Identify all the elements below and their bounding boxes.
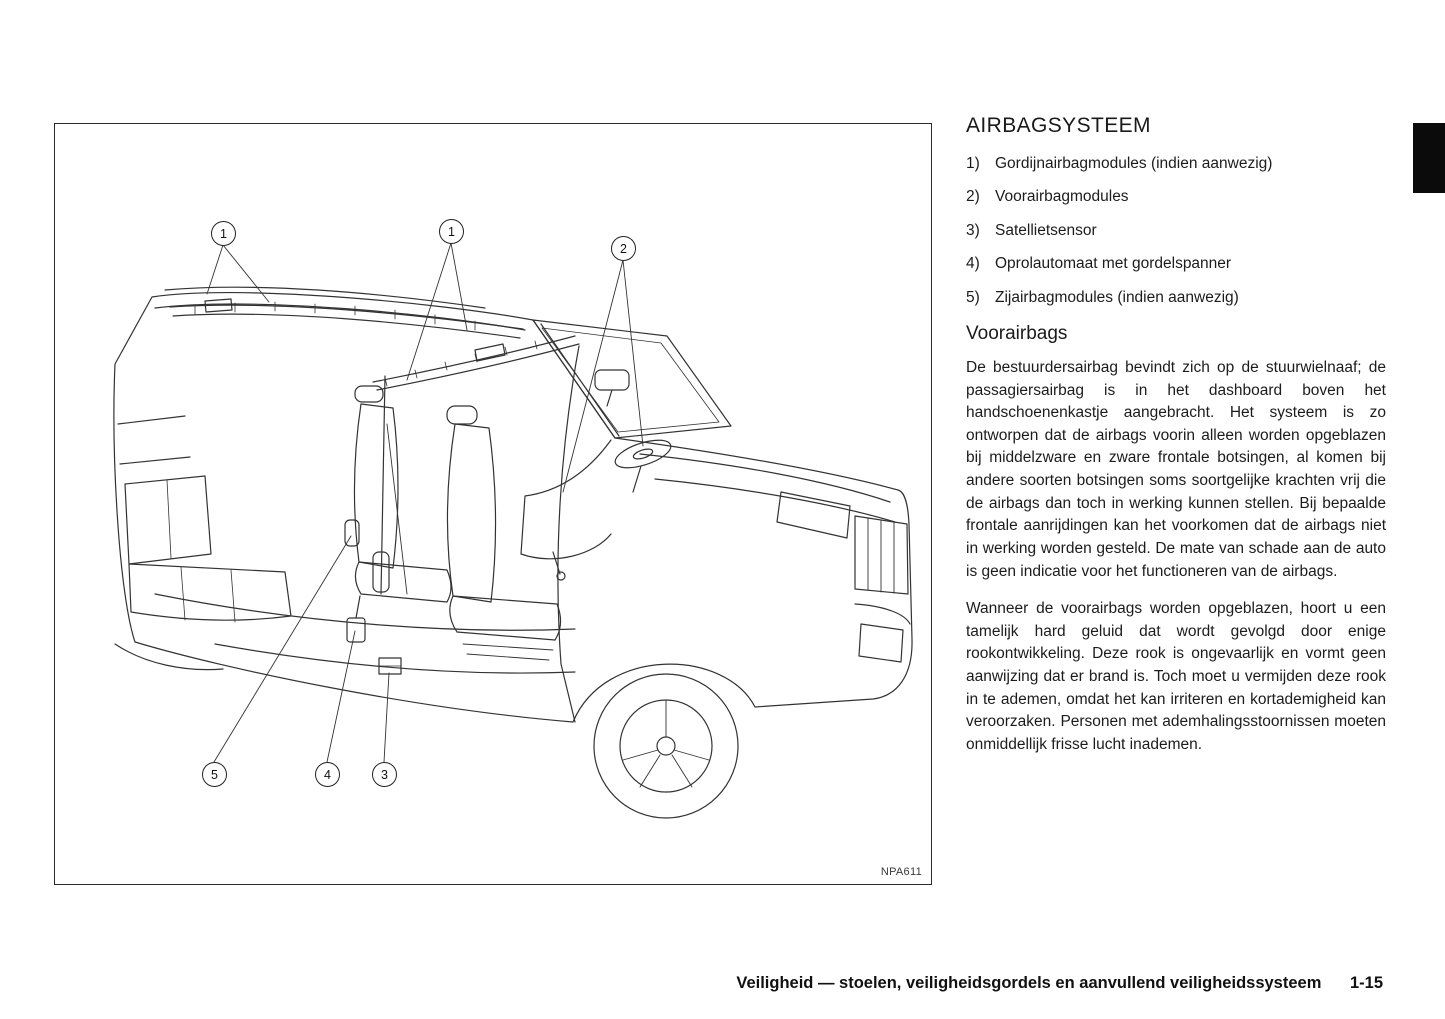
side-mirror [594, 369, 630, 407]
list-item-text: Satellietsensor [995, 221, 1097, 239]
list-item-number: 4) [966, 255, 980, 273]
callout-label: 4 [324, 767, 331, 782]
callout-4: 4 [315, 762, 340, 787]
belt-and-sensors [344, 375, 408, 675]
front-wheel [593, 673, 739, 819]
list-item-number: 5) [966, 288, 980, 306]
callout-label: 3 [381, 767, 388, 782]
page-footer: Veiligheid — stoelen, veiligheidsgordels… [0, 974, 1383, 993]
callout-label: 1 [220, 226, 227, 241]
footer-section-title: Veiligheid — stoelen, veiligheidsgordels… [736, 974, 1322, 992]
list-item-number: 2) [966, 188, 980, 206]
footer-page-number: 1-15 [1349, 974, 1383, 992]
list-item: 3) Satellietsensor [966, 221, 1386, 240]
figure-airbag-diagram: 1 1 2 5 4 3 NPA611 [54, 123, 932, 885]
list-item-text: Oprolautomaat met gordelspanner [995, 255, 1232, 273]
vehicle-body [113, 286, 913, 723]
callout-label: 2 [620, 241, 627, 256]
page-title: AIRBAGSYSTEEM [966, 114, 1151, 137]
callout-1-left: 1 [211, 221, 236, 246]
list-item-text: Gordijnairbagmodules (indien aanwezig) [995, 155, 1273, 172]
list-item-text: Zijairbagmodules (indien aanwezig) [995, 288, 1239, 306]
list-item: 1) Gordijnairbagmodules (indien aanwezig… [966, 154, 1386, 173]
callout-label: 5 [211, 767, 218, 782]
list-item: 5) Zijairbagmodules (indien aanwezig) [966, 288, 1386, 307]
seats [124, 385, 562, 661]
front-end [639, 453, 911, 663]
body-paragraph: Wanneer de voorairbags worden opgeblazen… [966, 600, 1386, 753]
callout-3: 3 [372, 762, 397, 787]
leader-lines [206, 242, 644, 763]
callout-label: 1 [448, 224, 455, 239]
windshield [532, 319, 732, 439]
list-item-number: 1) [966, 155, 980, 172]
figure-code: NPA611 [880, 866, 922, 878]
section-tab-marker [1413, 123, 1445, 193]
list-item: 2) Voorairbagmodules [966, 187, 1386, 206]
section-subtitle: Voorairbags [966, 322, 1068, 344]
list-item: 4) Oprolautomaat met gordelspanner [966, 254, 1386, 273]
callout-2: 2 [611, 236, 636, 261]
dashboard-steering [520, 439, 672, 581]
callout-1-center: 1 [439, 219, 464, 244]
list-item-number: 3) [966, 221, 980, 239]
list-item-text: Voorairbagmodules [995, 188, 1129, 206]
text-column: AIRBAGSYSTEEM 1) Gordijnairbagmodules (i… [966, 114, 1386, 772]
callout-5: 5 [202, 762, 227, 787]
body-paragraph: De bestuurdersairbag bevindt zich op de … [966, 358, 1386, 580]
curtain-airbag-rails [169, 298, 580, 391]
vehicle-cutaway-illustration [113, 242, 913, 819]
